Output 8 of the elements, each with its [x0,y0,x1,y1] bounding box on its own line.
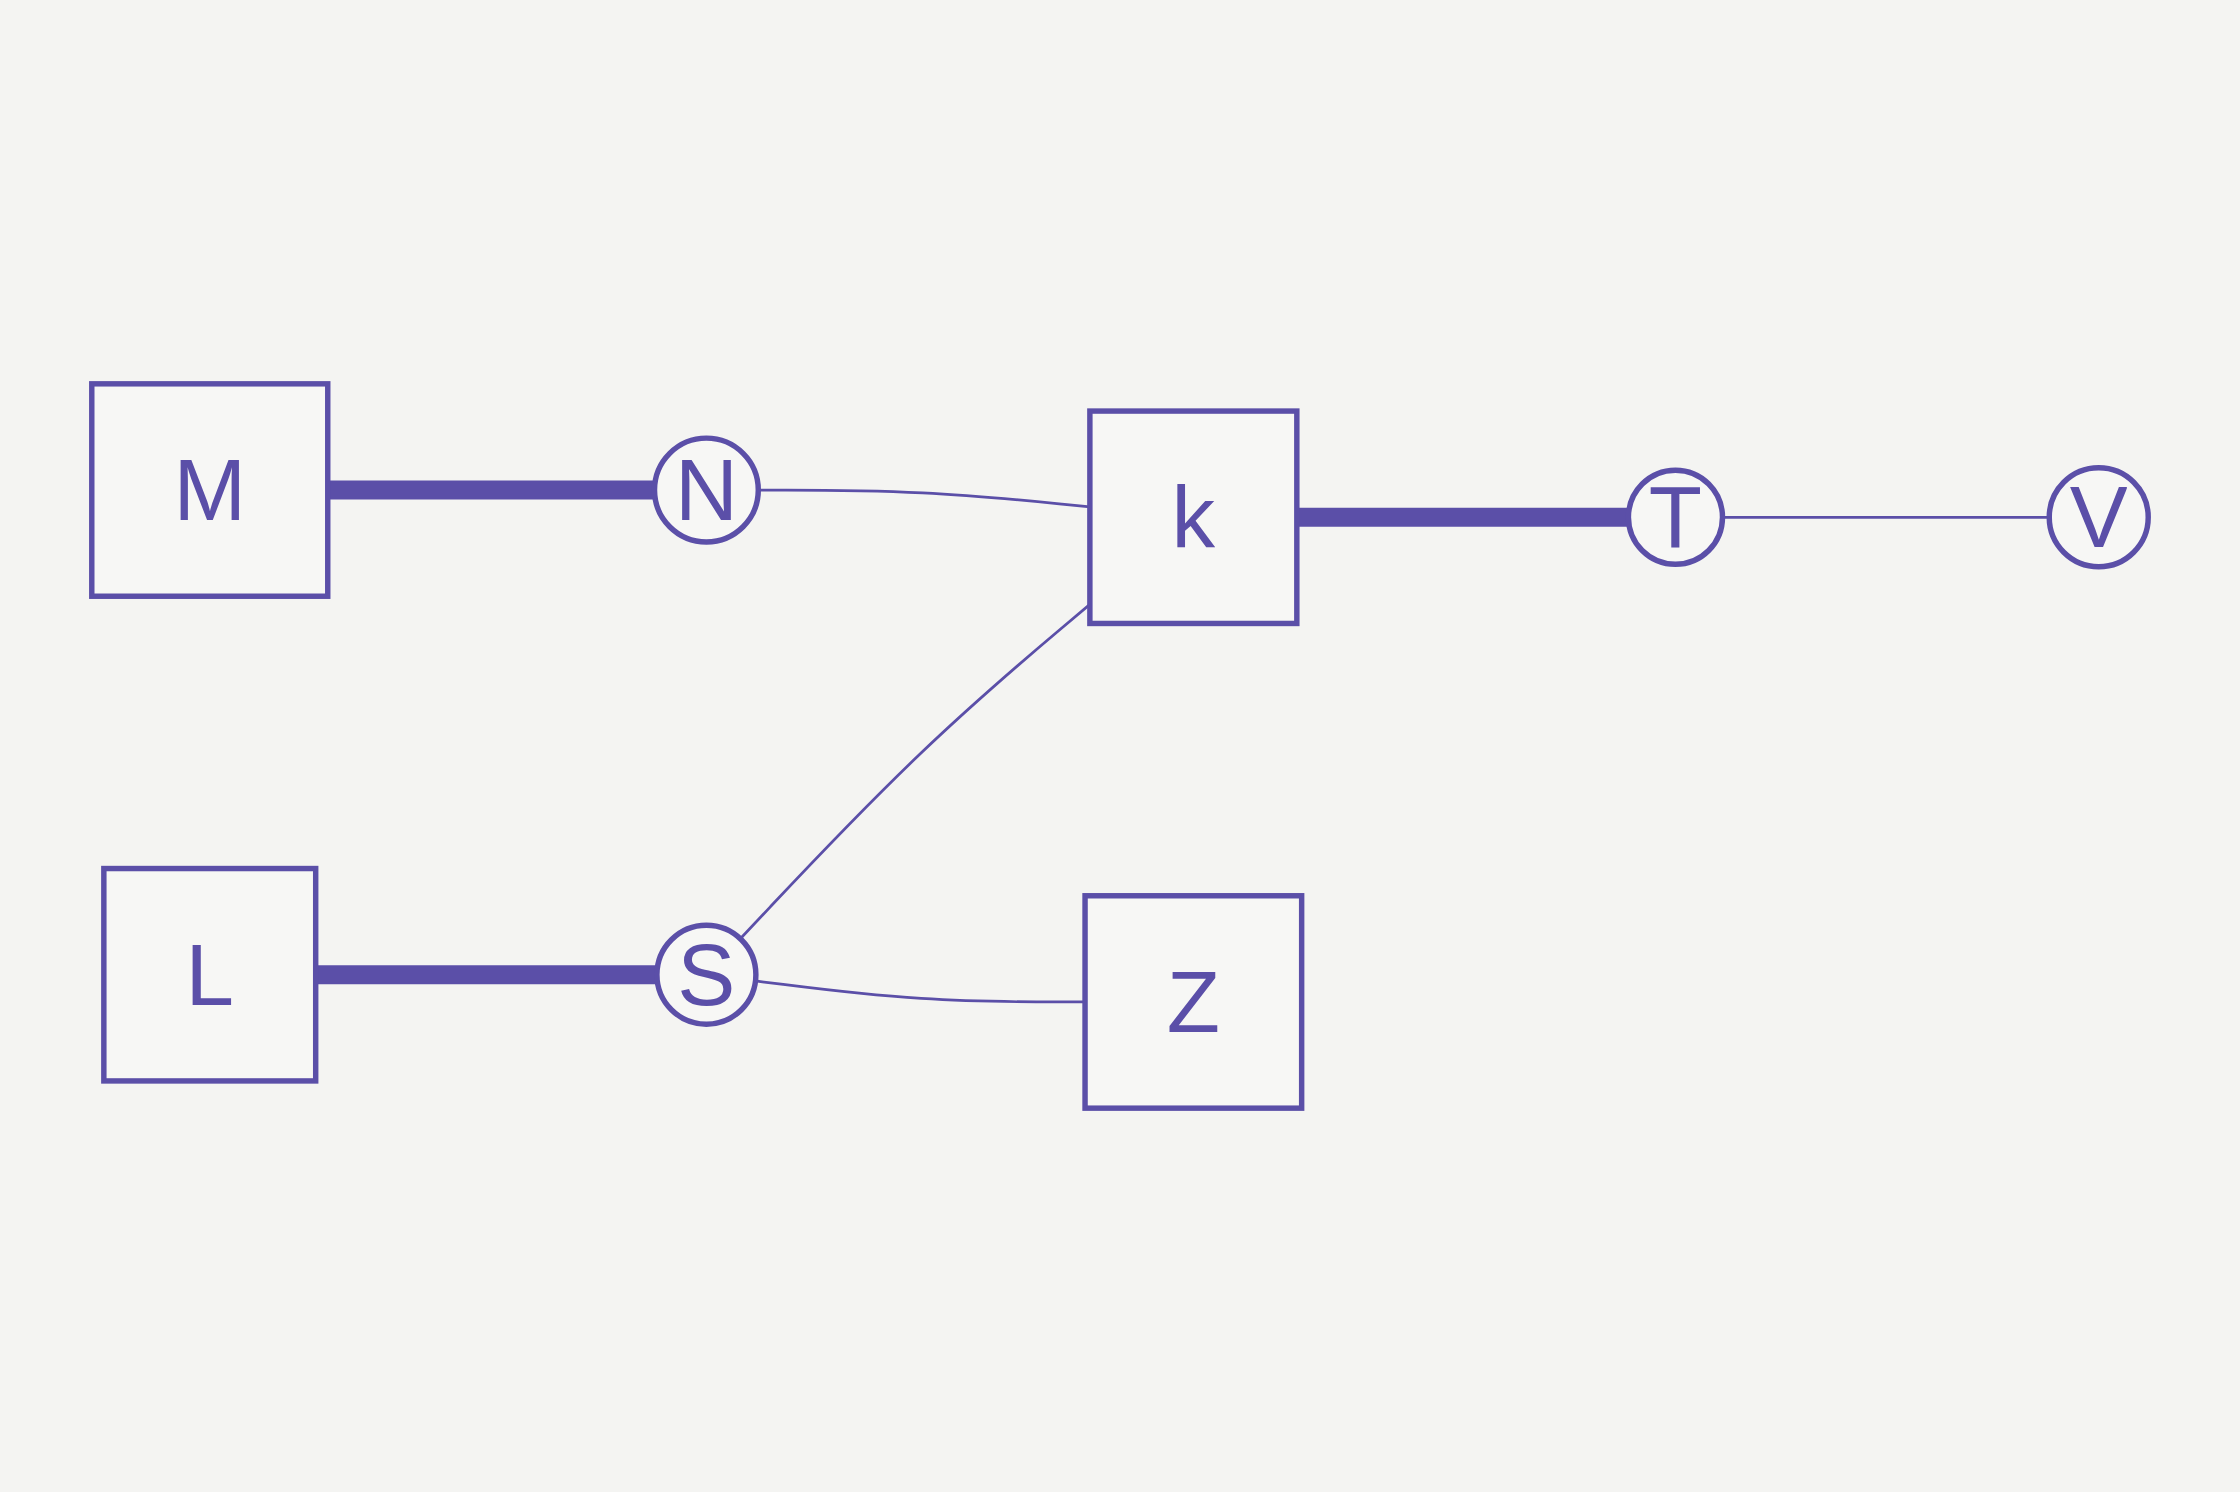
node-box: Z [1082,893,1305,1111]
node-box: L [101,865,319,1084]
node-circle: N [651,435,761,545]
node-box: k [1087,408,1300,627]
node-circle: V [2046,465,2151,570]
node-circle: T [1625,467,1726,568]
node-circle: S [654,922,759,1027]
node-box: M [89,381,331,599]
